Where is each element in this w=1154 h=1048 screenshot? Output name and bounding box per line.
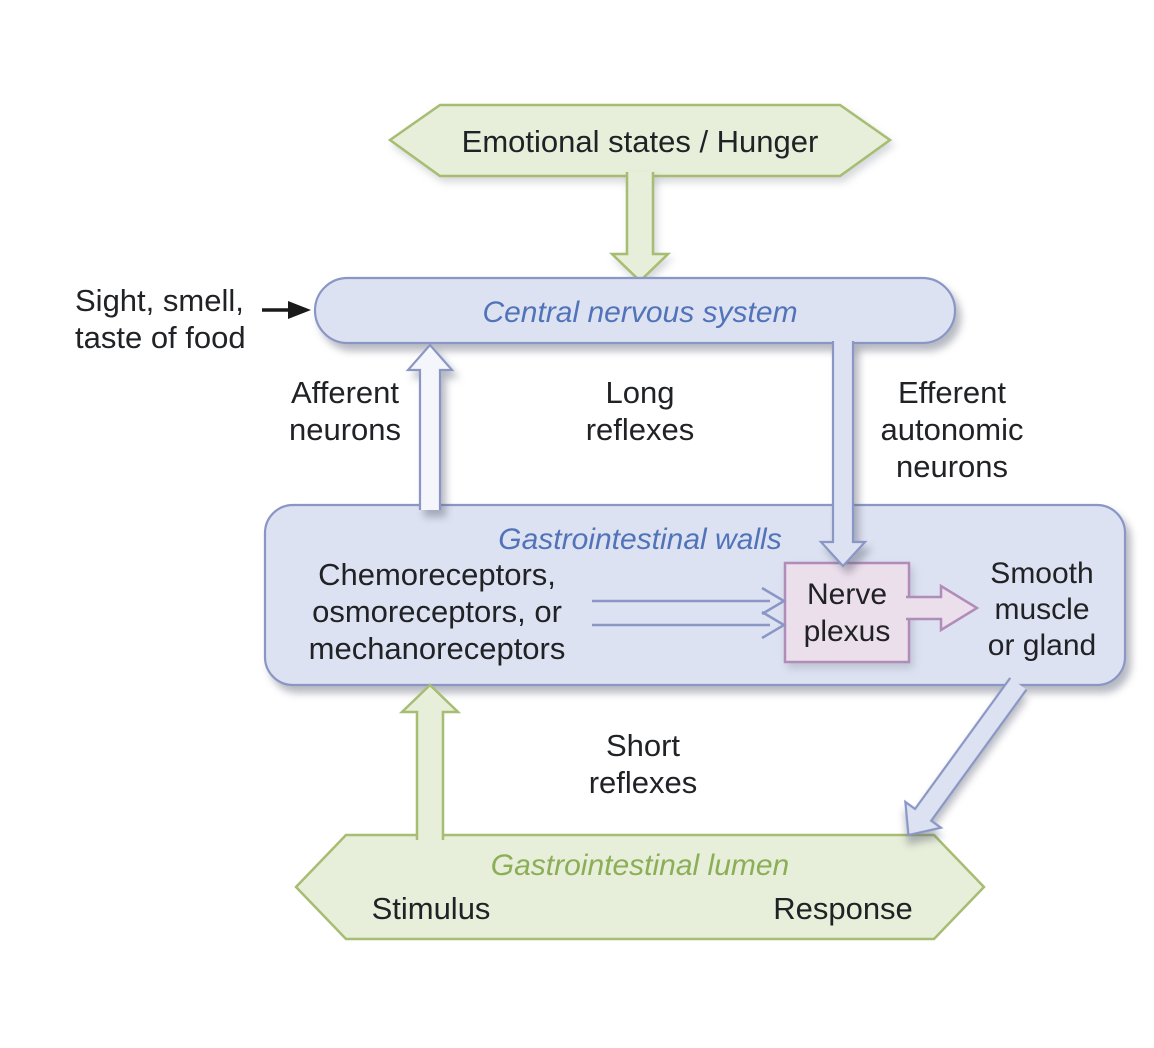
response-label: Response (773, 891, 913, 926)
receptors-label: Chemoreceptors, osmoreceptors, or mechan… (308, 557, 566, 666)
stimulus-arrow (398, 683, 462, 840)
gastrointestinal-walls-label: Gastrointestinal walls (498, 523, 782, 556)
emotional-states-label: Emotional states / Hunger (461, 124, 819, 159)
gastrointestinal-lumen-hexagon (294, 833, 986, 941)
afferent-neurons-arrow (405, 343, 455, 510)
stimulus-label: Stimulus (371, 891, 491, 926)
hunger-to-cns-arrow (608, 172, 672, 283)
nerve-plexus-label: Nerve plexus (803, 578, 891, 648)
long-reflexes-label: Long reflexes (585, 375, 695, 447)
efferent-autonomic-neurons-arrow (818, 341, 868, 568)
efferent-autonomic-neurons-label: Efferent autonomic neurons (880, 375, 1024, 484)
gastrointestinal-lumen-label: Gastrointestinal lumen (490, 849, 790, 882)
smooth-muscle-label: Smooth muscle or gland (987, 557, 1097, 662)
sight-to-cns-arrowhead (288, 301, 311, 319)
receptors-to-plexus-arrowhead-1 (761, 586, 787, 616)
receptors-to-plexus-arrowhead-2 (761, 610, 787, 640)
sight-smell-label: Sight, smell, taste of food (75, 283, 246, 355)
central-nervous-system-label: Central nervous system (482, 296, 798, 329)
nerve-plexus-to-smooth-muscle-arrow (906, 583, 980, 633)
central-nervous-system-box (313, 276, 957, 345)
response-arrow (904, 677, 1028, 837)
nerve-plexus-box (783, 561, 911, 664)
emotional-states-hexagon (387, 103, 893, 178)
short-reflexes-label: Short reflexes (588, 728, 698, 800)
afferent-neurons-label: Afferent neurons (288, 375, 402, 447)
